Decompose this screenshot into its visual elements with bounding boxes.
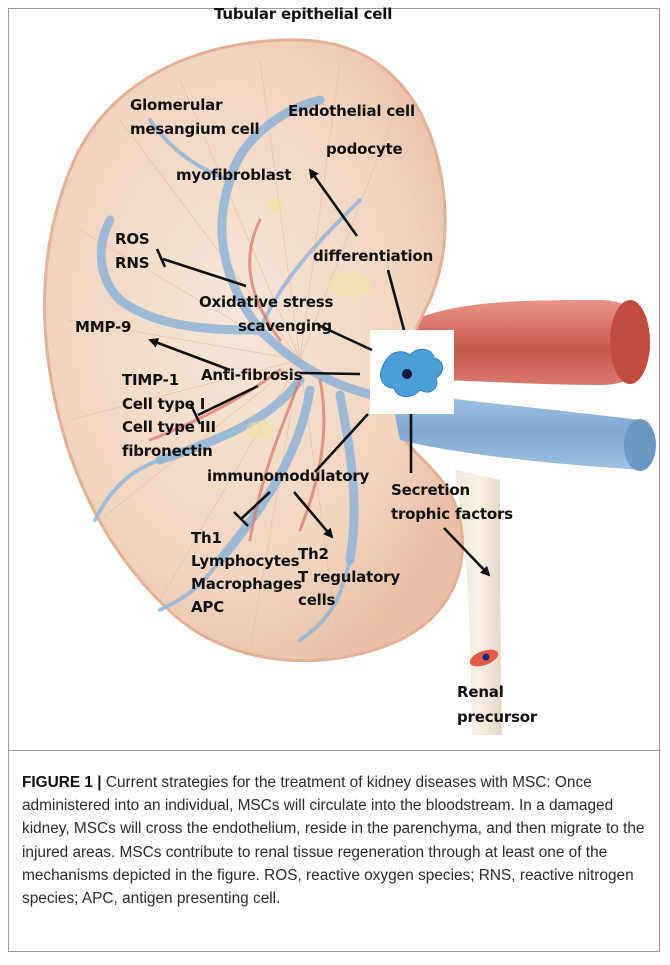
- label-secretion: Secretion: [391, 481, 470, 500]
- label-lymphocytes: Lymphocytes: [191, 552, 299, 571]
- caption-separator: [9, 750, 659, 751]
- label-ros: ROS: [115, 230, 150, 249]
- label-mesangium-cell: mesangium cell: [130, 120, 260, 139]
- label-rns: RNS: [115, 254, 149, 273]
- label-tubular-epithelial-cell: Tubular epithelial cell: [214, 5, 392, 24]
- label-cell-type-i: Cell type I: [122, 395, 205, 414]
- label-differentiation: differentiation: [313, 247, 433, 266]
- label-precursor: precursor: [457, 708, 537, 727]
- caption-text: Current strategies for the treatment of …: [22, 774, 645, 907]
- label-immunomodulatory: immunomodulatory: [207, 467, 369, 486]
- label-oxidative-stress: Oxidative stress: [199, 293, 333, 312]
- label-fibronectin: fibronectin: [122, 442, 213, 461]
- label-macrophages: Macrophages: [191, 575, 302, 594]
- label-renal: Renal: [457, 683, 504, 702]
- label-mmp9: MMP-9: [75, 318, 131, 337]
- label-th2: Th2: [298, 545, 329, 564]
- label-anti-fibrosis: Anti-fibrosis: [201, 366, 302, 385]
- label-cells: cells: [298, 591, 335, 610]
- label-apc: APC: [191, 598, 224, 617]
- label-timp1: TIMP-1: [122, 371, 179, 390]
- label-myofibroblast: myofibroblast: [176, 166, 291, 185]
- label-t-regulatory: T regulatory: [298, 568, 400, 587]
- label-scavenging: scavenging: [238, 317, 332, 336]
- label-trophic-factors: trophic factors: [391, 505, 513, 524]
- label-podocyte: podocyte: [326, 140, 403, 159]
- figure-label: FIGURE 1 |: [22, 774, 102, 791]
- label-endothelial-cell: Endothelial cell: [288, 102, 415, 121]
- kidney-figure: Tubular epithelial cell Glomerular mesan…: [0, 0, 670, 735]
- figure-caption: FIGURE 1 | Current strategies for the tr…: [22, 771, 654, 910]
- label-glomerular: Glomerular: [130, 96, 222, 115]
- label-cell-type-iii: Cell type III: [122, 418, 216, 437]
- label-th1: Th1: [191, 529, 222, 548]
